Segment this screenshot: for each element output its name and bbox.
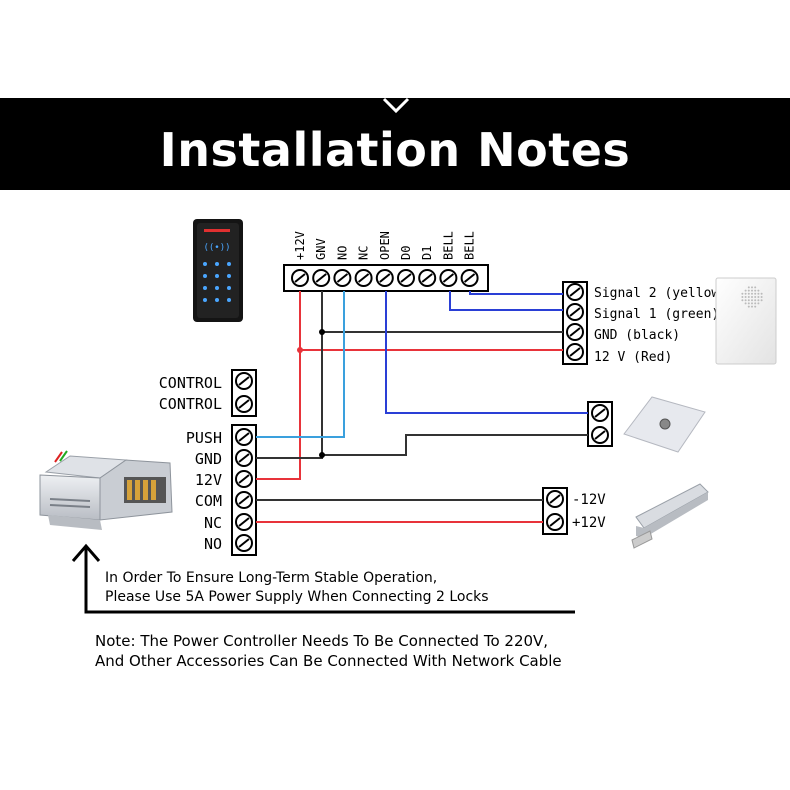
- ps-label-com: COM: [195, 492, 222, 510]
- keypad-terminal-label: NO: [335, 246, 349, 260]
- lock-labels: -12V +12V: [572, 492, 606, 531]
- control-terminal-block: [231, 369, 257, 417]
- arrow-up-icon: [71, 543, 101, 562]
- ps-label-nc: NC: [204, 514, 222, 532]
- keypad-terminal-label: GNV: [314, 238, 328, 260]
- keypad-terminal-label: D0: [399, 246, 413, 260]
- doorbell-device: [715, 277, 777, 365]
- doorbell-label-signal2: Signal 2 (yellow): [594, 286, 727, 301]
- page-title: Installation Notes: [159, 123, 631, 177]
- magnetic-lock-device: [631, 483, 709, 549]
- keypad-terminal-screw: [418, 269, 437, 287]
- exit-button-device: [623, 396, 706, 453]
- lock-label-minus12v: -12V: [572, 492, 606, 508]
- wire-open: [385, 291, 588, 414]
- power-supply-device: [39, 450, 173, 530]
- keypad-terminal-label: OPEN: [378, 231, 392, 260]
- wire-junctions: [297, 329, 325, 458]
- svg-text:((•)): ((•)): [203, 243, 230, 253]
- keypad-terminal-screw: [312, 269, 331, 287]
- keypad-terminal-label: BELL: [463, 231, 477, 260]
- wire-keypad-gnd: [256, 291, 323, 459]
- power-supply-terminal-block: [231, 424, 257, 556]
- header-band: [0, 98, 790, 190]
- keypad-terminal-label: NC: [357, 246, 371, 260]
- keypad-terminal-label: BELL: [441, 231, 455, 260]
- control-label-2: CONTROL: [159, 395, 222, 413]
- keypad-terminal-screw: [397, 269, 415, 287]
- main-note-line2: And Other Accessories Can Be Connected W…: [95, 652, 562, 670]
- doorbell-labels: Signal 2 (yellow) Signal 1 (green) GND (…: [594, 286, 727, 365]
- ps-label-push: PUSH: [186, 429, 222, 447]
- doorbell-label-signal1: Signal 1 (green): [594, 307, 719, 322]
- keypad-terminal-screw: [291, 269, 309, 287]
- doorbell-label-12v: 12 V (Red): [594, 350, 672, 365]
- keypad-terminal-label: +12V: [293, 231, 307, 260]
- power-note-line2: Please Use 5A Power Supply When Connecti…: [105, 589, 489, 605]
- keypad-device: ((•)): [193, 219, 243, 322]
- keypad-terminal-screw: [439, 269, 458, 287]
- wire-bell-2: [469, 291, 563, 295]
- control-label-1: CONTROL: [159, 374, 222, 392]
- power-supply-labels: PUSH GND 12V COM NC NO: [186, 429, 222, 553]
- doorbell-terminal-block: [562, 281, 588, 365]
- wire-exit-gnd: [322, 434, 588, 456]
- keypad-terminal-screw: [354, 269, 373, 287]
- keypad-terminal-screw: [333, 269, 352, 287]
- main-note-line1: Note: The Power Controller Needs To Be C…: [95, 632, 549, 650]
- keypad-terminal-screw: [375, 269, 394, 287]
- power-note-line1: In Order To Ensure Long-Term Stable Oper…: [105, 570, 438, 586]
- ps-label-12v: 12V: [195, 471, 222, 489]
- wire-push: [256, 291, 345, 438]
- wires: [256, 291, 588, 523]
- keypad-terminal-label: D1: [420, 246, 434, 260]
- wire-bell-1: [449, 291, 563, 311]
- doorbell-label-gnd: GND (black): [594, 328, 680, 343]
- ps-label-gnd: GND: [195, 450, 222, 468]
- keypad-terminal-labels: +12V GNV NO NC OPEN D0 D1 BELL BELL: [293, 231, 477, 260]
- keypad-terminal-screw: [460, 269, 479, 287]
- lock-label-plus12v: +12V: [572, 515, 606, 531]
- note-arrow: [71, 543, 575, 614]
- control-labels: CONTROL CONTROL: [159, 374, 222, 413]
- chevron-down-icon: [382, 97, 410, 114]
- lock-terminal-block: [542, 487, 568, 535]
- keypad-terminal-block: +12V GNV NO NC OPEN D0 D1 BELL BELL: [283, 231, 489, 292]
- exit-button-terminal: [587, 401, 613, 447]
- ps-label-no: NO: [204, 535, 222, 553]
- wire-keypad-12v: [256, 291, 301, 480]
